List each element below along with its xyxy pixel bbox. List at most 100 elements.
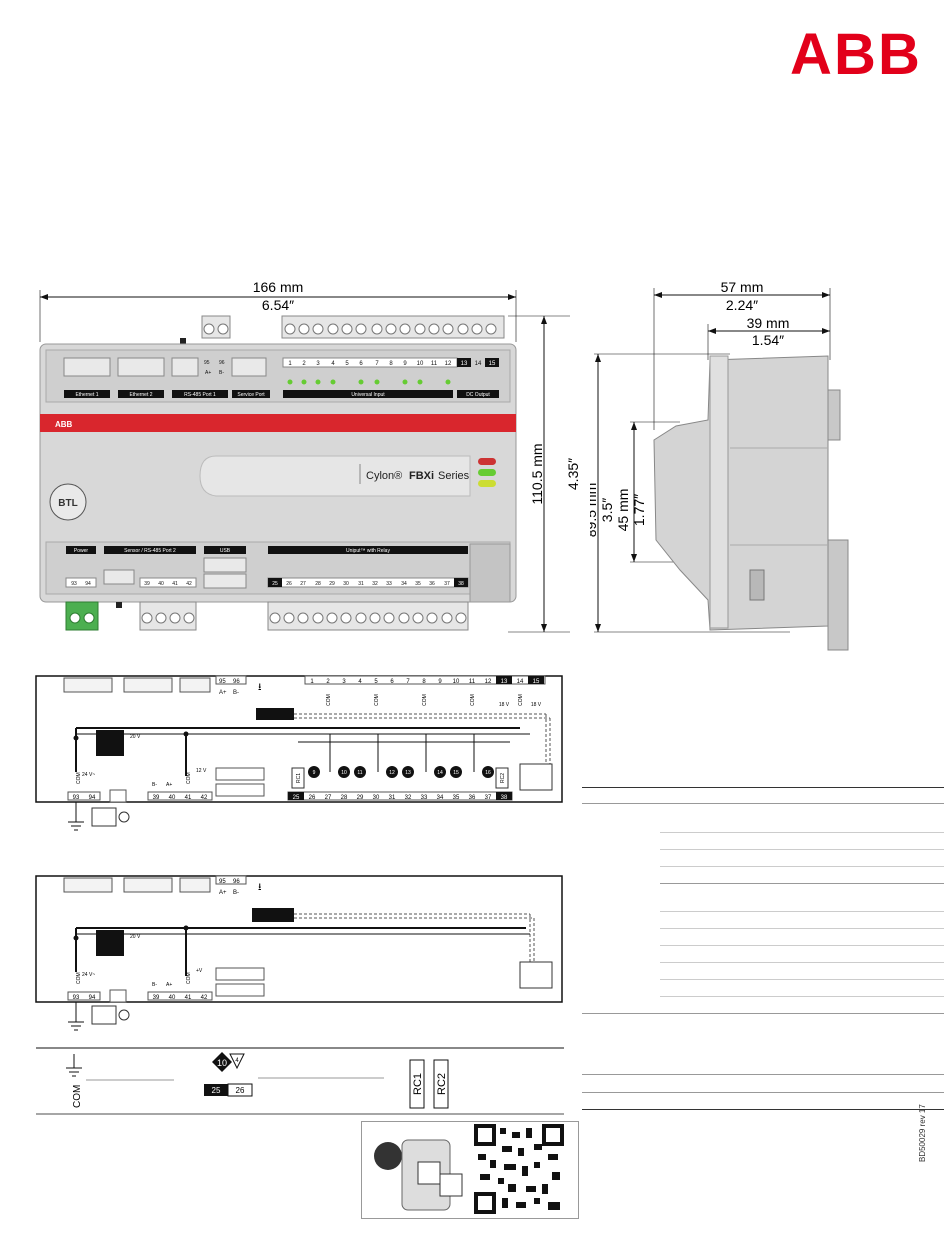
top-t-1: 1 (288, 361, 292, 367)
w1-b-39: 39 (153, 795, 160, 801)
series-suffix: Series (438, 470, 470, 482)
w2-b-41: 41 (185, 995, 192, 1001)
table-row-rule (660, 911, 944, 912)
w1-rc2: RC2 (500, 773, 506, 783)
height-in: 4.35″ (565, 458, 581, 490)
w1-12v: 12 V (196, 768, 207, 774)
side-h-in: 3.5″ (599, 498, 615, 522)
w1-relay-12: 12 (389, 770, 395, 776)
side-h-mm: 89.5 mm (590, 483, 599, 537)
rel-t-34: 34 (401, 581, 407, 587)
w1-b-41: 41 (185, 795, 192, 801)
depth2-mm: 39 mm (747, 315, 790, 331)
label-uniput: Uniput™ with Relay (346, 548, 390, 554)
w1-b-93: 93 (73, 795, 80, 801)
depth-in: 2.24″ (726, 297, 758, 313)
w1-ui-8: 8 (422, 679, 426, 685)
pwr-t-93: 93 (71, 581, 77, 587)
svg-text:96: 96 (219, 360, 225, 366)
depth2-in: 1.54″ (752, 332, 784, 348)
w1-com-5: COM (518, 694, 524, 706)
w1-r-36: 36 (469, 795, 476, 801)
rel-t-36: 36 (429, 581, 435, 587)
w1-a: A+ (219, 690, 227, 696)
table-row-rule (582, 1013, 944, 1014)
w1-ui-6: 6 (390, 679, 394, 685)
rel-t-32: 32 (372, 581, 378, 587)
height-mm: 110.5 mm (529, 443, 545, 504)
series-bold: FBXi (409, 470, 434, 482)
abb-logo: A B B (788, 22, 920, 87)
w1-ui-10: 10 (453, 679, 460, 685)
table-row-rule (660, 945, 944, 946)
table-row-rule (660, 849, 944, 850)
w1-18v-a: 18 V (499, 702, 510, 708)
legend-t1: 25 (212, 1086, 221, 1095)
label-power: Power (74, 548, 89, 554)
w1-com-pwr: COM (76, 772, 82, 784)
rs485-a: A+ (205, 370, 211, 376)
top-t-15: 15 (489, 361, 496, 367)
table-row-rule (660, 866, 944, 867)
w1-ui-1: 1 (310, 679, 314, 685)
w1-r-32: 32 (405, 795, 412, 801)
w1-relay-15: 15 (453, 770, 459, 776)
table-row-rule (660, 996, 944, 997)
rel-t-35: 35 (415, 581, 421, 587)
w1-r-31: 31 (389, 795, 396, 801)
rel-t-25: 25 (272, 581, 278, 587)
legend-rc2: RC2 (436, 1073, 448, 1095)
top-t-9: 9 (403, 361, 407, 367)
w1-relay-13: 13 (405, 770, 411, 776)
legend-t2: 26 (236, 1086, 245, 1095)
w1-ui-12: 12 (485, 679, 492, 685)
w1-com-2: COM (374, 694, 380, 706)
top-t-5: 5 (345, 361, 349, 367)
w1-ui-13: 13 (501, 679, 508, 685)
btl-badge: BTL (58, 498, 77, 509)
top-t-11: 11 (431, 361, 438, 367)
depth-mm: 57 mm (721, 279, 764, 295)
w1-b-40: 40 (169, 795, 176, 801)
doc-code: BD50029 rev 17 (918, 1104, 927, 1162)
wiring-diagram-uniput-relay: 95 96 A+ B- ⭳ 1 2 3 4 5 6 7 8 9 10 11 12… (35, 675, 563, 831)
w2-b-39: 39 (153, 995, 160, 1001)
w1-r-27: 27 (325, 795, 332, 801)
rel-t-27: 27 (300, 581, 306, 587)
label-dc-output: DC Output (466, 392, 490, 398)
w2-a: A+ (219, 890, 227, 896)
w1-relay-9: 9 (313, 770, 316, 776)
table-row-rule (660, 979, 944, 980)
w1-ui-14: 14 (517, 679, 524, 685)
w1-com-sen: COM (186, 772, 192, 784)
w2-b-42: 42 (201, 995, 208, 1001)
top-t-14: 14 (475, 361, 482, 367)
sen-t-41: 41 (172, 581, 178, 587)
logo-letter-b1: B (834, 22, 876, 87)
w1-t-95: 95 (219, 679, 226, 685)
w2-b-93: 93 (73, 995, 80, 1001)
rel-t-30: 30 (343, 581, 349, 587)
sen-t-40: 40 (158, 581, 164, 587)
label-universal-input: Universal Input (351, 392, 385, 398)
width-mm: 166 mm (253, 279, 304, 295)
w1-rc1: RC1 (296, 773, 302, 783)
w1-ui-2: 2 (326, 679, 330, 685)
device-abb-label: ABB (55, 420, 73, 429)
w2-a-plus: A+ (166, 982, 172, 988)
legend: COM 10 4 25 26 RC1 RC2 (36, 1047, 564, 1115)
qr-illustration (374, 1124, 564, 1214)
table-top-rule (582, 787, 944, 788)
w2-t-96: 96 (233, 879, 240, 885)
top-t-3: 3 (316, 361, 320, 367)
w1-ui-4: 4 (358, 679, 362, 685)
w2-com-sen: COM (186, 972, 192, 984)
label-ethernet1: Ethernet 1 (75, 392, 98, 398)
sen-t-39: 39 (144, 581, 150, 587)
w1-relay-10: 10 (341, 770, 347, 776)
w2-b-94: 94 (89, 995, 96, 1001)
w1-ui-3: 3 (342, 679, 346, 685)
w1-ui-9: 9 (438, 679, 442, 685)
table-row-rule (660, 832, 944, 833)
w1-r-30: 30 (373, 795, 380, 801)
